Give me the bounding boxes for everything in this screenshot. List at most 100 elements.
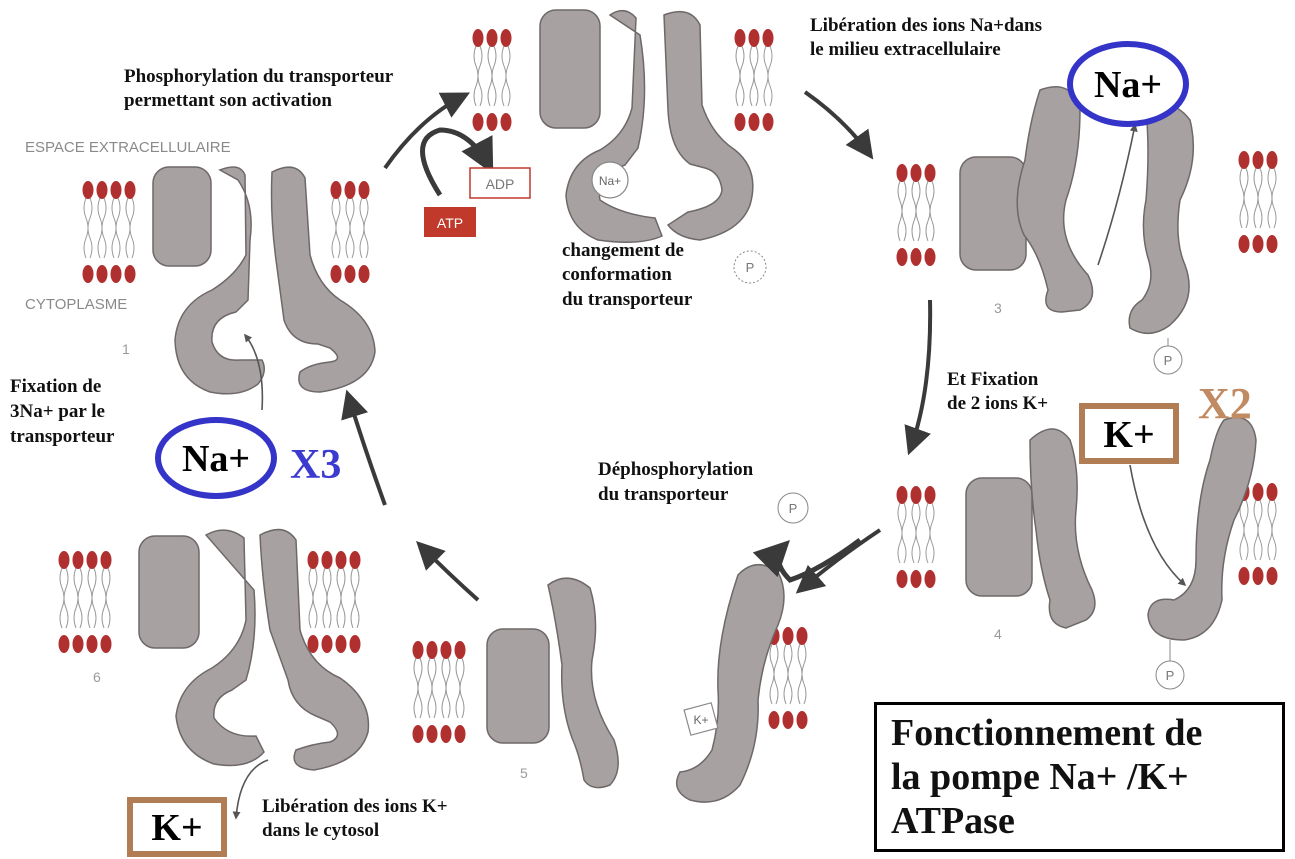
na-fixation-label-line3: transporteur	[10, 426, 115, 447]
na-top-label: Na+	[1094, 64, 1162, 106]
lipid-head	[769, 711, 780, 729]
lipid-head	[487, 113, 498, 131]
lipid-head	[1267, 483, 1278, 501]
lipid-segment	[83, 181, 136, 283]
lipid-head	[897, 248, 908, 266]
lipid-head	[308, 551, 319, 569]
transporter-stage-2	[540, 10, 753, 242]
lipid-head	[911, 248, 922, 266]
title-line-3: ATPase	[891, 799, 1268, 843]
lipid-head	[73, 635, 84, 653]
lipid-tail	[351, 568, 359, 628]
lipid-head	[111, 265, 122, 283]
lipid-head	[911, 570, 922, 588]
lipid-head	[473, 29, 484, 47]
phosphate-stage-2-label: P	[746, 260, 755, 275]
lipid-head	[101, 635, 112, 653]
phosphate-released-label: P	[789, 501, 798, 516]
lipid-head	[735, 29, 746, 47]
na-inner-label: Na+	[599, 174, 621, 188]
lipid-segment	[769, 627, 808, 729]
lipid-head	[735, 113, 746, 131]
lipid-head	[59, 551, 70, 569]
lipid-tail	[102, 568, 110, 628]
lipid-segment	[308, 551, 361, 653]
lipid-head	[455, 725, 466, 743]
lipid-head	[441, 641, 452, 659]
conformation-label-line2: conformation	[562, 264, 672, 285]
na-left-label: Na+	[182, 438, 250, 480]
lipid-segment	[413, 641, 466, 743]
lipid-head	[83, 265, 94, 283]
step-number-3: 3	[994, 300, 1002, 316]
lipid-head	[925, 570, 936, 588]
lipid-tail	[360, 198, 368, 258]
lipid-tail	[1268, 500, 1276, 560]
lipid-segment	[897, 164, 936, 266]
na-fixation-label-line2: 3Na+ par le	[10, 401, 105, 422]
transporter-stage-6	[139, 530, 368, 770]
k-entry-arrow	[1130, 465, 1185, 585]
lipid-head	[331, 265, 342, 283]
na-release-arrow	[1098, 125, 1135, 265]
lipid-head	[336, 551, 347, 569]
k-bottom-label: K+	[151, 807, 202, 849]
lipid-head	[455, 641, 466, 659]
lipid-head	[783, 711, 794, 729]
lipid-tail	[414, 658, 422, 718]
lipid-head	[911, 486, 922, 504]
lipid-tail	[798, 644, 806, 704]
lipid-tail	[1240, 168, 1248, 228]
lipid-head	[73, 551, 84, 569]
lipid-head	[1253, 151, 1264, 169]
arrow-5-to-6	[420, 545, 478, 600]
lipid-head	[897, 486, 908, 504]
lipid-head	[1253, 235, 1264, 253]
title-line-2: la pompe Na+ /K+	[891, 755, 1268, 799]
lipid-head	[413, 725, 424, 743]
lipid-tail	[912, 181, 920, 241]
step-number-1: 1	[122, 341, 130, 357]
lipid-segment	[473, 29, 512, 131]
k-right-label: K+	[1103, 414, 1154, 456]
dephospho-label-line1: Déphosphorylation	[598, 459, 754, 480]
lipid-head	[359, 265, 370, 283]
lipid-head	[911, 164, 922, 182]
lipid-tail	[784, 644, 792, 704]
lipid-head	[749, 29, 760, 47]
lipid-head	[501, 29, 512, 47]
lipid-head	[125, 181, 136, 199]
lipid-head	[331, 181, 342, 199]
k-fixation-label-line1: Et Fixation	[947, 369, 1039, 390]
lipid-head	[897, 164, 908, 182]
lipid-head	[783, 627, 794, 645]
lipid-head	[125, 265, 136, 283]
lipid-tail	[88, 568, 96, 628]
k-release-label-line2: dans le cytosol	[262, 820, 379, 841]
lipid-head	[97, 265, 108, 283]
lipid-head	[1267, 151, 1278, 169]
lipid-head	[1267, 567, 1278, 585]
k-fixation-label-line2: de 2 ions K+	[947, 393, 1048, 414]
lipid-head	[473, 113, 484, 131]
lipid-tail	[323, 568, 331, 628]
lipid-head	[501, 113, 512, 131]
lipid-tail	[502, 46, 510, 106]
lipid-tail	[309, 568, 317, 628]
lipid-tail	[770, 644, 778, 704]
lipid-head	[350, 635, 361, 653]
k-inner-label: K+	[693, 713, 708, 727]
lipid-head	[345, 265, 356, 283]
lipid-tail	[912, 503, 920, 563]
lipid-tail	[1254, 168, 1262, 228]
na-release-label-line1: Libération des ions Na+dans	[810, 15, 1042, 36]
lipid-head	[350, 551, 361, 569]
dephospho-label-line2: du transporteur	[598, 484, 729, 505]
lipid-head	[59, 635, 70, 653]
lipid-tail	[1240, 500, 1248, 560]
lipid-head	[87, 551, 98, 569]
phospho-label-line1: Phosphorylation du transporteur	[124, 66, 394, 87]
lipid-tail	[456, 658, 464, 718]
lipid-segment	[331, 181, 370, 283]
